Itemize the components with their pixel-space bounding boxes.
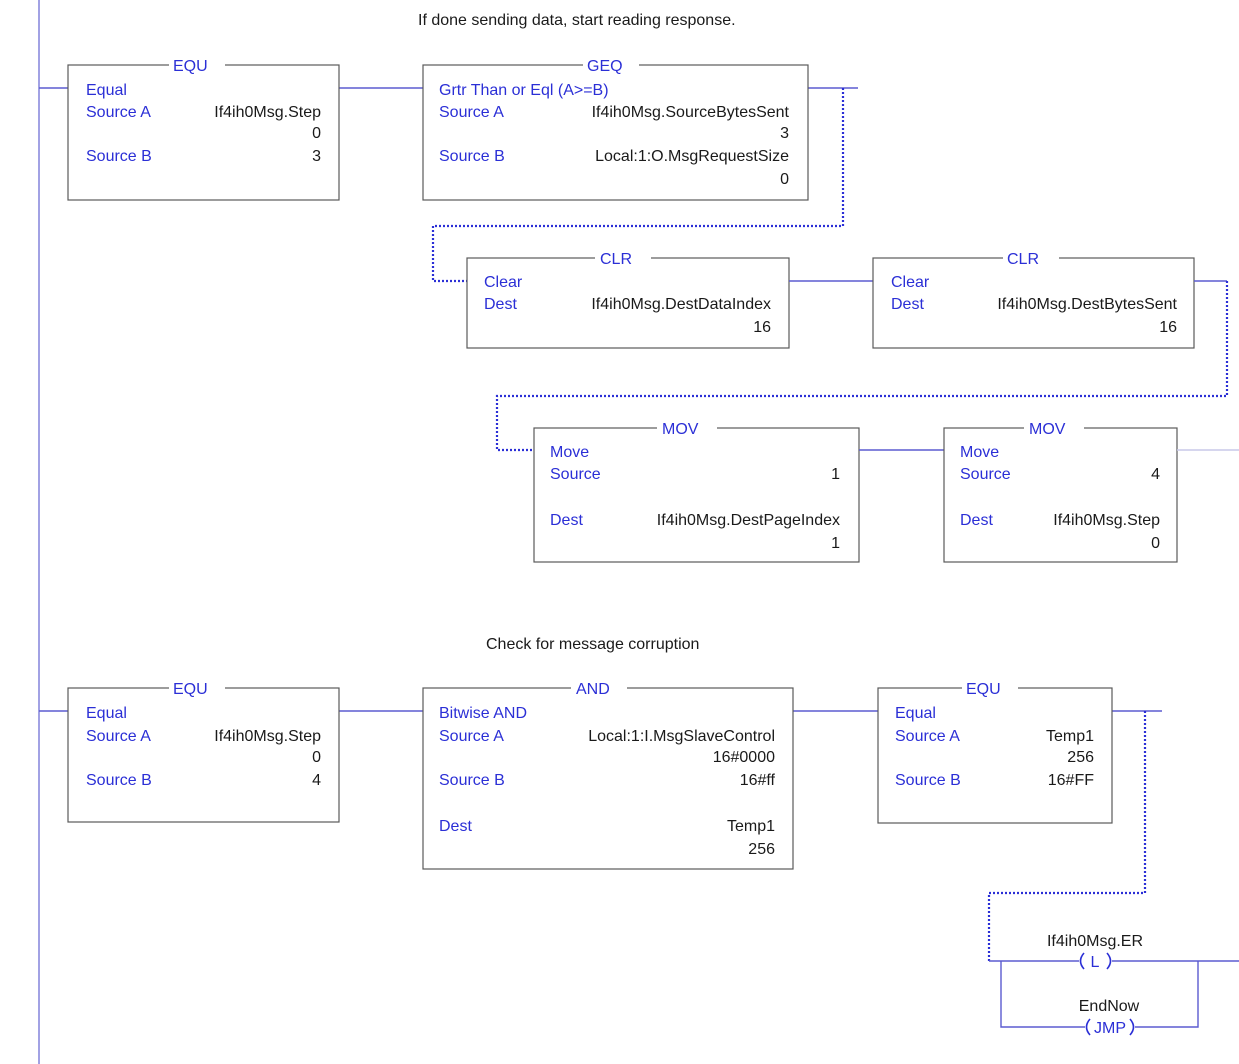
- instruction-title: Move: [960, 444, 999, 461]
- dest-label: Dest: [550, 512, 583, 529]
- dest-tag: If4ih0Msg.DestPageIndex: [657, 512, 840, 529]
- instruction-title: Equal: [86, 82, 127, 99]
- branch-wire: [987, 711, 1147, 961]
- source-b-value: 4: [312, 772, 321, 789]
- equ-instruction[interactable]: EQU Equal Source A If4ih0Msg.Step 0 Sour…: [67, 57, 340, 201]
- source-b-label: Source B: [439, 772, 505, 789]
- source-a-label: Source A: [439, 104, 504, 121]
- source-a-label: Source A: [86, 728, 151, 745]
- dest-tag: If4ih0Msg.DestDataIndex: [591, 296, 771, 313]
- instruction-mnemonic: AND: [576, 681, 610, 698]
- source-a-tag: If4ih0Msg.SourceBytesSent: [592, 104, 790, 121]
- source-a-tag: Temp1: [1046, 728, 1094, 745]
- dest-tag: If4ih0Msg.DestBytesSent: [997, 296, 1177, 313]
- dest-value: 16: [753, 319, 771, 336]
- source-label: Source: [550, 466, 601, 483]
- rung0-comment: If done sending data, start reading resp…: [418, 12, 736, 29]
- coil-symbol: L: [1091, 954, 1100, 971]
- equ-instruction-temp1[interactable]: EQU Equal Source A Temp1 256 Source B 16…: [877, 680, 1113, 824]
- mov-instruction-step[interactable]: MOV Move Source 4 Dest If4ih0Msg.Step 0: [943, 420, 1178, 563]
- equ-instruction[interactable]: EQU Equal Source A If4ih0Msg.Step 0 Sour…: [67, 680, 340, 823]
- dest-value: 0: [1151, 535, 1160, 552]
- branch-wire: [431, 88, 845, 283]
- geq-instruction[interactable]: GEQ Grtr Than or Eql (A>=B) Source A If4…: [422, 57, 809, 201]
- mov-instruction-dest-page-index[interactable]: MOV Move Source 1 Dest If4ih0Msg.DestPag…: [533, 420, 860, 563]
- dest-tag: If4ih0Msg.Step: [1053, 512, 1160, 529]
- dest-label: Dest: [891, 296, 924, 313]
- instruction-mnemonic: EQU: [173, 58, 208, 75]
- source-b-value: 3: [312, 148, 321, 165]
- dest-label: Dest: [439, 818, 472, 835]
- source-a-tag: If4ih0Msg.Step: [214, 104, 321, 121]
- source-value: 1: [831, 466, 840, 483]
- source-b-tag: Local:1:O.MsgRequestSize: [595, 148, 789, 165]
- jmp-coil[interactable]: EndNow JMP: [1079, 998, 1140, 1037]
- source-a-value: 3: [780, 125, 789, 142]
- instruction-title: Clear: [891, 274, 930, 291]
- source-b-label: Source B: [895, 772, 961, 789]
- instruction-title: Move: [550, 444, 589, 461]
- instruction-title: Grtr Than or Eql (A>=B): [439, 82, 609, 99]
- source-b-label: Source B: [86, 772, 152, 789]
- source-a-value: 256: [1067, 749, 1094, 766]
- clr-instruction-dest-bytes-sent[interactable]: CLR Clear Dest If4ih0Msg.DestBytesSent 1…: [872, 250, 1195, 349]
- coil-tag: If4ih0Msg.ER: [1047, 933, 1143, 950]
- source-a-value: 0: [312, 125, 321, 142]
- source-a-value: 0: [312, 749, 321, 766]
- rung1-comment: Check for message corruption: [486, 636, 699, 653]
- and-instruction[interactable]: AND Bitwise AND Source A Local:1:I.MsgSl…: [422, 680, 794, 870]
- instruction-title: Equal: [86, 705, 127, 722]
- dest-tag: Temp1: [727, 818, 775, 835]
- source-a-label: Source A: [439, 728, 504, 745]
- coil-symbol: JMP: [1094, 1020, 1126, 1037]
- source-b-label: Source B: [86, 148, 152, 165]
- instruction-mnemonic: MOV: [1029, 421, 1066, 438]
- latch-coil[interactable]: If4ih0Msg.ER L: [1047, 933, 1143, 971]
- source-b-value: 0: [780, 171, 789, 188]
- dest-label: Dest: [484, 296, 517, 313]
- source-a-value: 16#0000: [713, 749, 775, 766]
- source-b-label: Source B: [439, 148, 505, 165]
- instruction-mnemonic: EQU: [173, 681, 208, 698]
- instruction-title: Clear: [484, 274, 523, 291]
- instruction-title: Bitwise AND: [439, 705, 527, 722]
- dest-label: Dest: [960, 512, 993, 529]
- instruction-mnemonic: CLR: [1007, 251, 1039, 268]
- dest-value: 16: [1159, 319, 1177, 336]
- source-b-value: 16#ff: [740, 772, 776, 789]
- source-value: 4: [1151, 466, 1160, 483]
- source-label: Source: [960, 466, 1011, 483]
- instruction-mnemonic: MOV: [662, 421, 699, 438]
- coil-tag: EndNow: [1079, 998, 1140, 1015]
- source-a-label: Source A: [895, 728, 960, 745]
- instruction-title: Equal: [895, 705, 936, 722]
- branch-wire: [495, 281, 1229, 452]
- instruction-mnemonic: EQU: [966, 681, 1001, 698]
- dest-value: 1: [831, 535, 840, 552]
- source-a-tag: Local:1:I.MsgSlaveControl: [588, 728, 775, 745]
- source-a-label: Source A: [86, 104, 151, 121]
- source-a-tag: If4ih0Msg.Step: [214, 728, 321, 745]
- source-b-value: 16#FF: [1048, 772, 1094, 789]
- clr-instruction-dest-data-index[interactable]: CLR Clear Dest If4ih0Msg.DestDataIndex 1…: [466, 250, 790, 349]
- instruction-mnemonic: GEQ: [587, 58, 623, 75]
- instruction-mnemonic: CLR: [600, 251, 632, 268]
- dest-value: 256: [748, 841, 775, 858]
